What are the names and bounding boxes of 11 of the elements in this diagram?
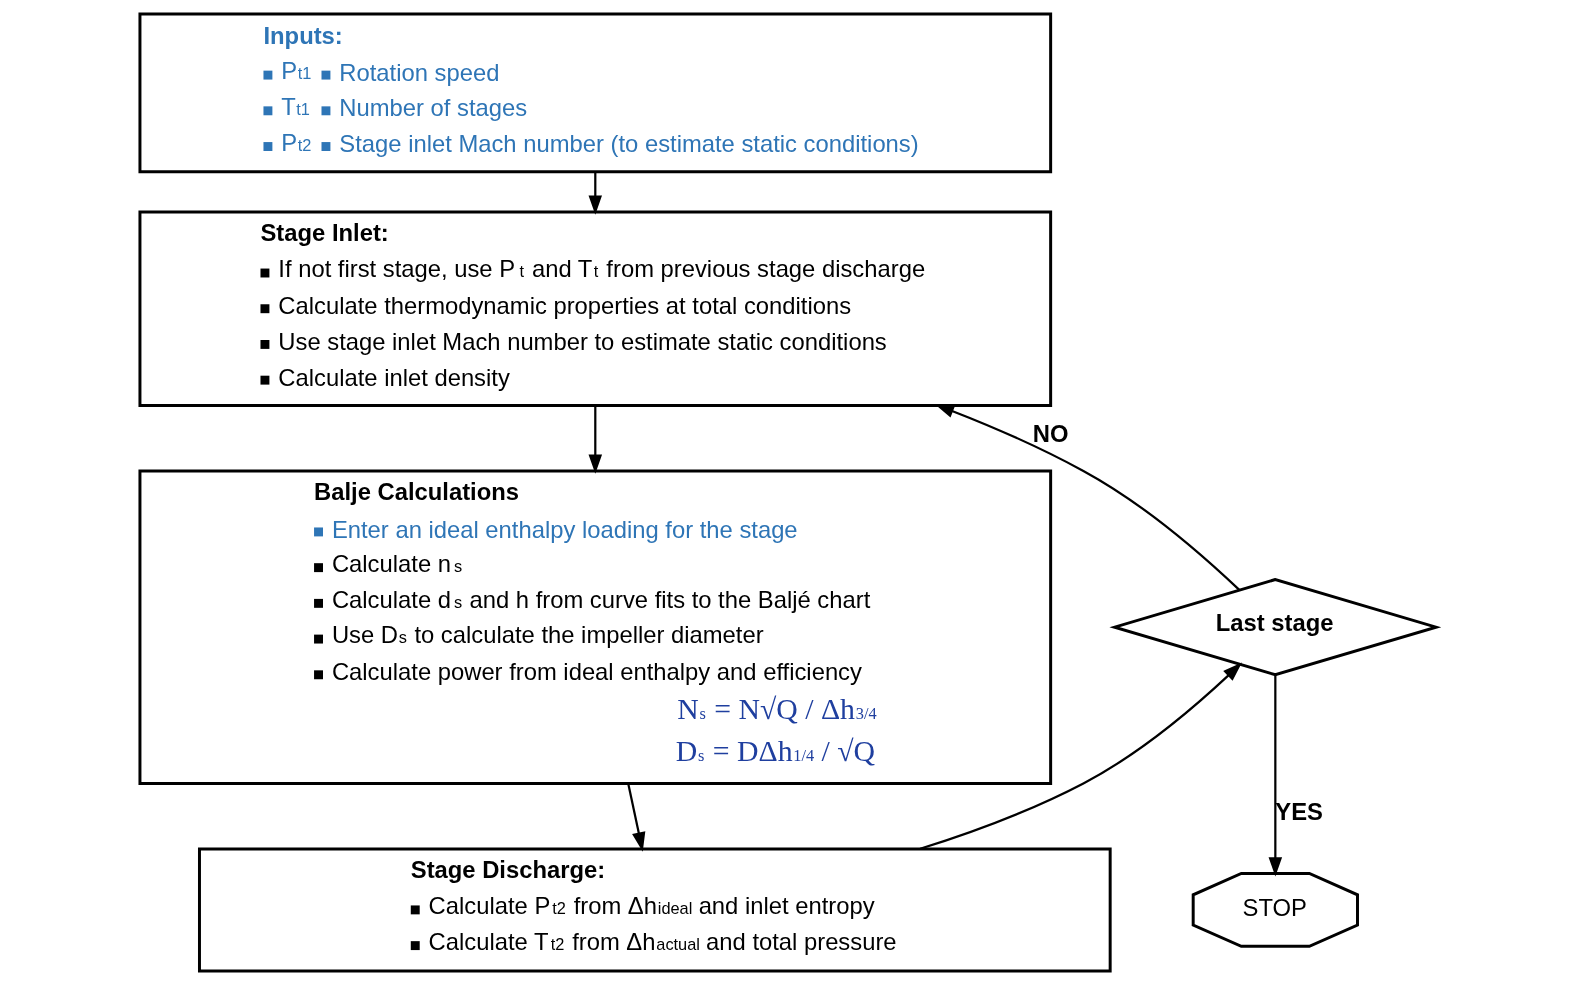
arrow <box>588 171 603 215</box>
node-box: Stage Discharge: Calculate Pt2 from Δhideal and inlet entropy Calculate Tt2 from Δhactual and total pressure <box>198 847 1112 973</box>
edge-label: YES <box>1275 798 1323 826</box>
arrow <box>588 405 603 474</box>
edge-label: NO <box>1032 420 1069 448</box>
arrow <box>1268 674 1283 877</box>
node-diamond: Last stage <box>1109 578 1442 677</box>
node-box: Inputs: Pt1 Rotation speed Tt1 Number of stages Pt2 Stage inlet Mach number (to estimate static conditions) <box>138 12 1053 174</box>
arrow <box>627 783 646 852</box>
node-box: Balje Calculations Enter an ideal enthalpy loading for the stage Calculate ns Calculate ds and h from curve fits to the Baljé chart Use Ds to calculate the impeller diameter Calculate power from ideal enthalpy and efficiency Ns = N√Q / Δh3/4 Ds = DΔh1/4 / √Q <box>138 469 1053 785</box>
arrow <box>919 662 1242 850</box>
